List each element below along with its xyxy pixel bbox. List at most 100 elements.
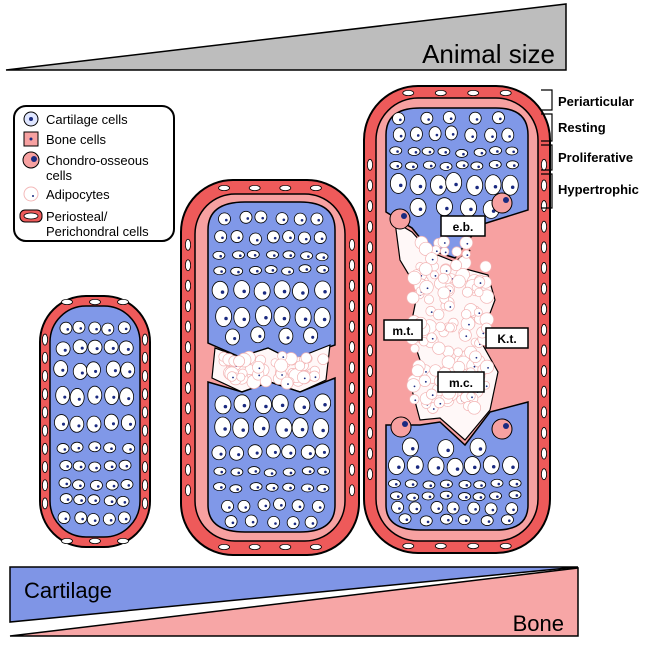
periosteal-cell [541, 158, 548, 171]
cartilage-cell [59, 493, 73, 504]
periosteal-cell [218, 184, 230, 191]
cartilage-cell [57, 511, 71, 524]
cartilage-cell [463, 456, 481, 475]
adipocyte [437, 235, 450, 249]
cartilage-cell [221, 499, 234, 513]
cartilage-cell [404, 479, 418, 489]
cartilage-cell [439, 162, 453, 171]
cartilage-cell [314, 280, 332, 300]
periosteal-cell [142, 370, 149, 382]
periosteal-cell [185, 382, 192, 394]
periosteal-cell [541, 323, 548, 336]
cartilage-cell [87, 494, 101, 506]
periosteal-cell [279, 544, 292, 551]
zone-resting: Resting [558, 120, 606, 135]
periosteal-cell [541, 241, 548, 254]
cartilage-cell [437, 147, 451, 156]
cartilage-cell [293, 396, 311, 415]
periosteal-cell [185, 422, 192, 435]
cartilage-cell [264, 265, 278, 274]
cartilage-cell [116, 495, 130, 507]
adipocyte [419, 280, 434, 295]
cartilage-cell [233, 280, 251, 300]
cartilage-cell [275, 212, 289, 225]
adipocyte [474, 287, 484, 297]
cartilage-cell [484, 127, 498, 143]
cartilage-cell [214, 230, 228, 244]
cartilage-cell [54, 414, 69, 431]
periosteal-cell [142, 479, 149, 492]
periosteal-cell [367, 406, 374, 419]
adipocyte [317, 353, 329, 365]
animal-size-gradient: Animal size [5, 3, 567, 71]
cartilage-cell [311, 499, 325, 513]
cartilage-cell [312, 418, 330, 439]
zone-periarticular: Periarticular [558, 94, 634, 109]
periosteal-cell [349, 238, 356, 251]
cartilage-cell [225, 328, 240, 346]
cartilage-cell [419, 515, 433, 527]
periosteal-cell [349, 320, 356, 333]
cartilage-cell-legend-item: Cartilage cells [23, 111, 128, 127]
periosteal-cell [541, 200, 548, 212]
adipocyte [294, 360, 306, 372]
periosteal-cell [434, 90, 447, 97]
cartilage-cell [265, 482, 279, 492]
cartilage-cell [458, 514, 471, 526]
cartilage-cell [488, 160, 502, 169]
periosteal-cell [499, 90, 512, 97]
adipocyte [479, 359, 495, 374]
cartilage-cell [436, 197, 453, 217]
periosteal-cell [541, 262, 548, 274]
cartilage-cell [105, 360, 121, 378]
cartilage-cell [482, 455, 500, 475]
cartilage-cell [254, 210, 268, 224]
adipocyte [458, 328, 472, 342]
legend-label: Perichondral cells [46, 224, 149, 239]
cartilage-cell [53, 360, 69, 378]
periosteal-cell [142, 351, 149, 364]
cartilage-cell [120, 361, 136, 379]
cartilage-cell [298, 231, 311, 245]
periosteal-cell [142, 333, 149, 346]
adipocyte [407, 270, 422, 286]
tag-eb: e.b. [440, 215, 486, 237]
cartilage-cell [103, 413, 119, 431]
cartilage-cell [389, 173, 407, 194]
periosteal-cell [185, 402, 192, 415]
adipocyte [437, 272, 449, 284]
periosteal-cell [42, 388, 49, 401]
cartilage-cell [310, 212, 324, 226]
cartilage-cell [103, 339, 119, 355]
cartilage-cell [508, 490, 522, 500]
periosteal-cell [349, 259, 356, 272]
periosteal-cell [185, 238, 192, 251]
cartilage-cell [282, 482, 296, 492]
periosteal-cell [349, 463, 356, 476]
periosteal-cell [367, 282, 374, 295]
cartilage-cell [122, 443, 136, 454]
cartilage-cell [224, 515, 238, 528]
adipocyte [418, 241, 433, 256]
cartilage-cell [506, 160, 519, 170]
periosteal-cell [42, 370, 49, 382]
cartilage-cell [69, 415, 85, 433]
legend-label: Bone cells [46, 132, 106, 147]
animal-size-label: Animal size [422, 39, 555, 69]
periosteal-cell [42, 479, 49, 492]
adipocyte [462, 286, 473, 298]
periosteal-cell [185, 300, 192, 313]
cartilage-cell [56, 443, 70, 454]
adipocyte [443, 300, 455, 312]
adipocyte [274, 358, 289, 373]
periosteal-cell [349, 422, 356, 435]
adipocyte [426, 388, 438, 400]
periosteal-cell [367, 262, 374, 274]
cartilage-cell [467, 501, 481, 515]
adipocyte-legend-item: Adipocytes [23, 186, 110, 202]
adipocyte [410, 343, 420, 354]
periosteal-cell [402, 90, 415, 97]
cartilage-cell [317, 466, 331, 476]
cartilage-cell [439, 490, 453, 500]
cartilage-cell [294, 306, 312, 328]
